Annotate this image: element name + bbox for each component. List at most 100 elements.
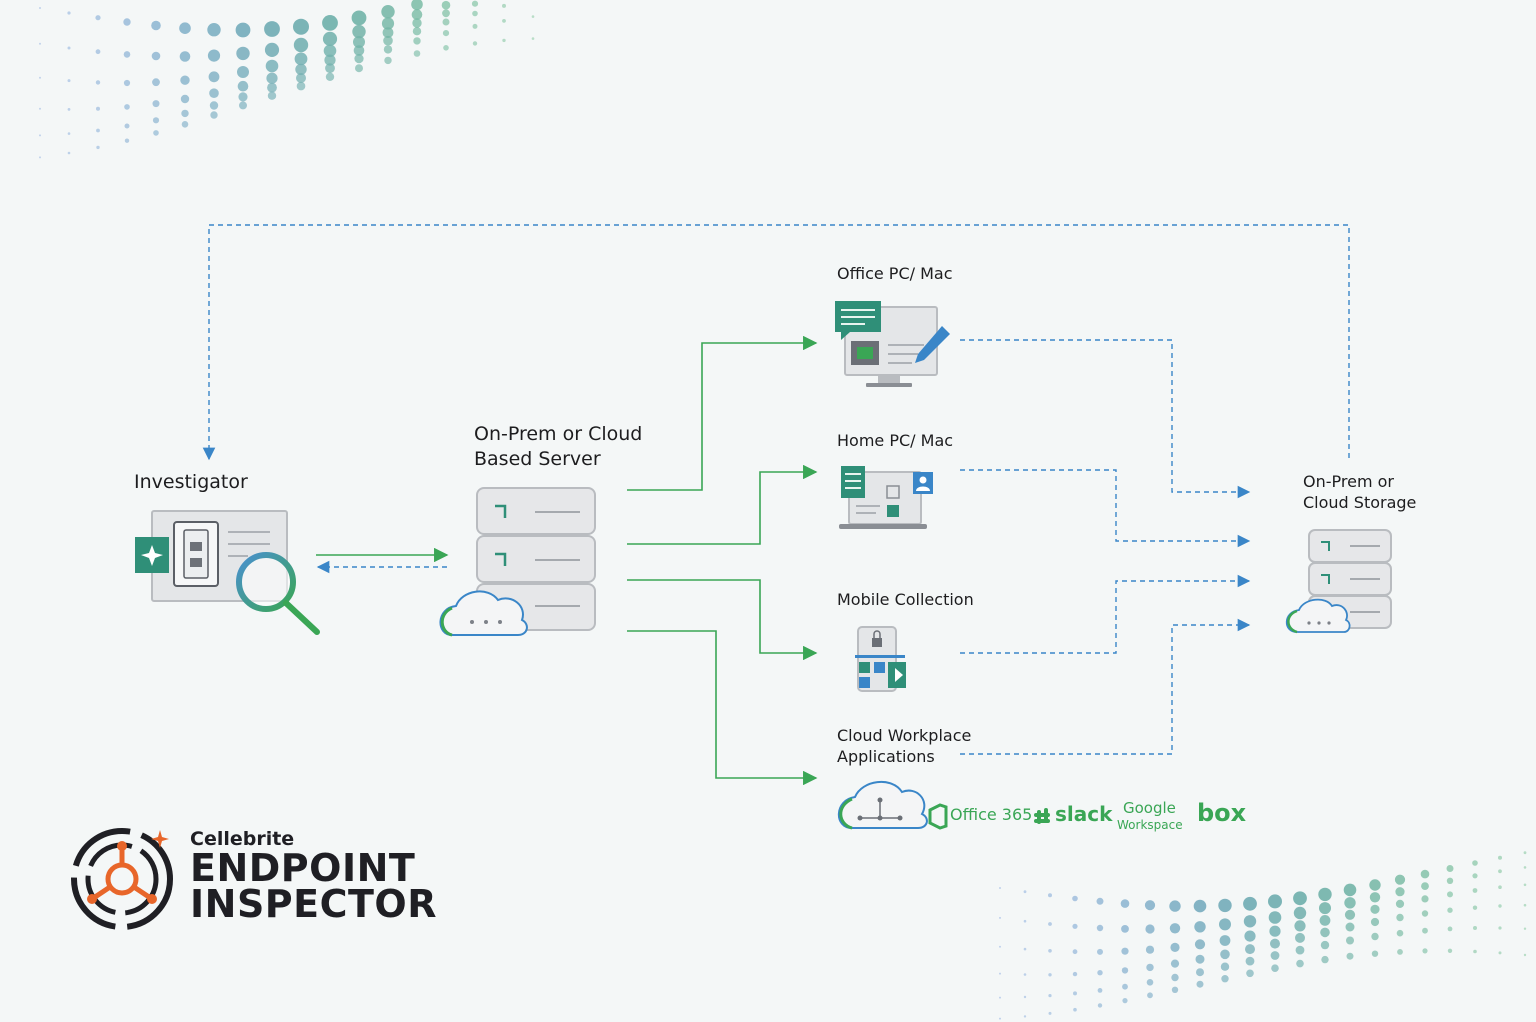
decorative-dot <box>236 46 250 61</box>
decorative-dot <box>267 82 277 93</box>
decorative-dot <box>1498 885 1502 889</box>
brand-company: Cellebrite <box>190 828 295 850</box>
arrow-home-to-storage <box>960 469 1251 548</box>
decorative-dot <box>1422 948 1428 954</box>
decorative-dot <box>95 15 101 21</box>
decorative-dot <box>1122 998 1128 1004</box>
decorative-dot <box>384 56 392 65</box>
decorative-dot <box>1196 968 1204 977</box>
decorative-dot <box>999 945 1001 948</box>
brand-product-line2: INSPECTOR <box>190 882 437 926</box>
decorative-dot <box>1220 962 1230 971</box>
decorative-dot <box>67 108 71 111</box>
decorative-dot <box>1523 866 1527 869</box>
decorative-dot <box>1097 948 1103 955</box>
brand-wordmark: Cellebrite ENDPOINT INSPECTOR <box>190 828 437 926</box>
decorative-dot <box>1344 909 1356 920</box>
decorative-dot <box>1268 894 1282 909</box>
decorative-dot <box>999 1017 1001 1020</box>
decorative-dot <box>1194 921 1206 933</box>
decorative-dot <box>1523 927 1527 930</box>
decorative-dot <box>1294 920 1306 932</box>
decorative-dot <box>1422 927 1428 934</box>
decorative-dot <box>1473 949 1477 954</box>
decorative-dot <box>1498 926 1502 930</box>
decorative-dot <box>67 79 71 83</box>
server-label-line1: On-Prem or Cloud <box>474 423 643 445</box>
decorative-dot <box>237 80 249 92</box>
decorative-dot <box>1120 899 1130 908</box>
decorative-dot <box>442 18 450 26</box>
decorative-dot <box>1320 940 1330 950</box>
decorative-dot <box>1244 930 1256 942</box>
decorative-dot <box>1245 944 1255 955</box>
decorative-dot <box>1472 888 1478 893</box>
decorative-dot <box>531 37 535 40</box>
decorative-dot <box>152 78 160 87</box>
decorative-dot <box>264 42 280 58</box>
decorative-dot <box>123 79 131 87</box>
decorative-dot <box>1396 929 1404 937</box>
decorative-dot <box>1395 899 1405 909</box>
google-label-line1: Google <box>1123 799 1176 817</box>
decorative-dot <box>442 9 450 18</box>
decorative-dot <box>96 106 100 111</box>
decorative-dot <box>472 10 478 17</box>
decorative-dot <box>1498 951 1502 955</box>
decorative-dot <box>1271 964 1279 972</box>
decorative-dot <box>239 101 247 110</box>
decorative-dot <box>1295 945 1305 955</box>
decorative-dot <box>1270 951 1280 960</box>
decorative-dot <box>267 91 277 100</box>
decorative-dot <box>1169 923 1181 934</box>
investigator-icon <box>135 510 320 635</box>
decorative-dot <box>39 107 41 110</box>
arrow-cloud-apps-to-storage <box>960 618 1251 755</box>
cloud-apps-icon <box>837 780 928 830</box>
decorative-dot <box>441 0 451 10</box>
blue-connectors <box>202 224 1350 755</box>
decorative-dot <box>67 132 71 135</box>
storage-icon <box>1285 529 1392 634</box>
green-connectors <box>316 335 818 786</box>
decorative-dot <box>1243 896 1257 911</box>
decorative-dot <box>235 22 251 38</box>
decorative-dot <box>1145 945 1155 954</box>
decorative-dot <box>1498 869 1502 874</box>
decorative-dot <box>382 27 394 38</box>
decorative-dot <box>123 51 131 58</box>
brand-product-line1: ENDPOINT <box>190 846 416 890</box>
arrow-server-to-cloud-apps <box>627 630 818 786</box>
decorative-dot <box>1221 975 1229 983</box>
cloud-apps-label-line2: Applications <box>837 747 935 766</box>
decorative-dot <box>207 49 221 62</box>
decorative-dot <box>67 46 71 50</box>
decorative-dot <box>1072 971 1078 977</box>
decorative-dot <box>1097 970 1103 976</box>
decorative-dot <box>1023 1015 1027 1018</box>
cellebrite-logo-icon <box>71 828 173 930</box>
decorative-dot <box>124 104 130 110</box>
decorative-dot <box>472 23 478 29</box>
decorative-dot <box>1073 991 1077 996</box>
arrow-mobile-to-storage <box>960 574 1251 654</box>
office365-logo-icon <box>928 803 948 830</box>
decorative-dot <box>1344 897 1356 909</box>
decorative-dot <box>264 21 280 37</box>
decorative-dot <box>1144 900 1156 911</box>
decorative-dot <box>1523 883 1527 887</box>
decorative-dot <box>152 100 160 108</box>
decorative-dot <box>1169 900 1181 912</box>
decorative-dot <box>1447 948 1453 953</box>
decorative-dot <box>999 887 1001 889</box>
decorative-dot <box>1170 942 1180 953</box>
decorative-dot <box>39 76 41 79</box>
decorative-dot <box>1293 906 1307 920</box>
decorative-dot <box>1345 922 1355 932</box>
decorative-dot <box>1421 910 1429 917</box>
decorative-dot <box>1346 952 1354 960</box>
decorative-dot <box>1270 938 1280 949</box>
arrow-server-to-mobile <box>627 579 818 661</box>
storage-label-line2: Cloud Storage <box>1303 493 1417 512</box>
decorative-dot <box>1472 860 1478 866</box>
